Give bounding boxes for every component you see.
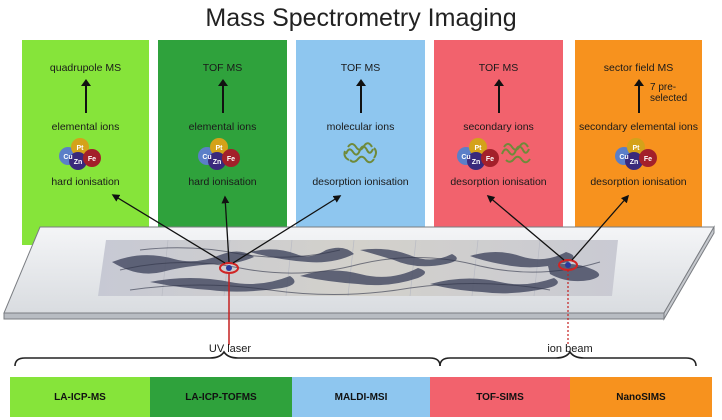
uv-laser-brace <box>14 350 441 367</box>
slide-side-edge <box>663 225 715 321</box>
fe-label: Fe <box>644 156 652 163</box>
up-arrow <box>217 79 228 113</box>
zn-label: Zn <box>213 159 222 166</box>
arrow-to-nanosims <box>571 194 630 261</box>
arrow-to-la-icp-ms <box>111 194 226 264</box>
tissue-fine-structure <box>119 247 601 296</box>
arrow-to-maldi-msi <box>232 195 342 264</box>
cu-label: Cu <box>461 154 470 161</box>
panel-tof-sims: TOF MS secondary ions desorption ionisat… <box>434 40 563 245</box>
ionisation-label: desorption ionisation <box>590 176 687 188</box>
ionisation-label: desorption ionisation <box>450 176 547 188</box>
zn-ion <box>467 152 485 170</box>
ions-label: secondary elemental ions <box>578 121 699 133</box>
pt-label: Pt <box>633 145 641 152</box>
polymer-molecule <box>501 142 531 164</box>
uv-laser-label: UV laser <box>208 343 252 355</box>
slide-front-edge <box>3 312 665 320</box>
technique-la-icp-tofms: LA-ICP-TOFMS <box>150 377 292 417</box>
ionisation-label: hard ionisation <box>51 176 120 188</box>
analyzer-label: TOF MS <box>478 62 519 74</box>
cu-label: Cu <box>63 154 72 161</box>
preselected-note: 7 pre- selected <box>650 82 688 104</box>
technique-maldi-msi: MALDI-MSI <box>292 377 430 417</box>
fe-ion <box>639 149 657 167</box>
analyzer-label: TOF MS <box>202 62 243 74</box>
element-cluster: Cu Pt Zn Fe <box>615 138 657 170</box>
fe-ion <box>222 149 240 167</box>
polymer-molecule <box>343 142 377 164</box>
zn-label: Zn <box>630 159 639 166</box>
technique-la-icp-ms: LA-ICP-MS <box>10 377 150 417</box>
technique-tof-sims: TOF-SIMS <box>430 377 570 417</box>
zn-ion <box>625 152 643 170</box>
arrow-to-la-icp-tofms <box>221 195 230 263</box>
ionisation-label: desorption ionisation <box>312 176 409 188</box>
analyzer-label: TOF MS <box>340 62 381 74</box>
arrow-to-tof-sims <box>486 194 565 261</box>
up-arrow <box>80 79 91 113</box>
cu-label: Cu <box>619 154 628 161</box>
pt-label: Pt <box>216 145 224 152</box>
fe-label: Fe <box>486 156 494 163</box>
element-cluster: Cu Pt Zn Fe <box>59 138 101 170</box>
analyzer-label: quadrupole MS <box>49 62 122 74</box>
up-arrow <box>355 79 366 113</box>
zn-label: Zn <box>74 159 83 166</box>
ion-beam-brace <box>439 350 697 367</box>
ions-label: molecular ions <box>326 121 395 133</box>
fe-ion <box>83 149 101 167</box>
fe-label: Fe <box>88 156 96 163</box>
ions-label: elemental ions <box>188 121 257 133</box>
pt-label: Pt <box>475 145 483 152</box>
pt-ion <box>210 138 228 156</box>
up-arrow <box>493 79 504 113</box>
cu-label: Cu <box>202 154 211 161</box>
ions-label: elemental ions <box>51 121 120 133</box>
element-cluster: Cu Pt Zn Fe <box>457 138 499 170</box>
fe-ion <box>481 149 499 167</box>
pt-ion <box>627 138 645 156</box>
zn-ion <box>69 152 87 170</box>
zn-ion <box>208 152 226 170</box>
ion-beam-label: ion beam <box>547 343 593 355</box>
zn-label: Zn <box>472 159 481 166</box>
ionisation-label: hard ionisation <box>188 176 257 188</box>
pt-ion <box>469 138 487 156</box>
analyzer-label: sector field MS <box>603 62 674 74</box>
up-arrow <box>633 79 644 113</box>
diagram-title: Mass Spectrometry Imaging <box>205 4 517 32</box>
pt-label: Pt <box>77 145 85 152</box>
pt-ion <box>71 138 89 156</box>
technique-nanosims: NanoSIMS <box>570 377 712 417</box>
fe-label: Fe <box>227 156 235 163</box>
ions-label: secondary ions <box>463 121 534 133</box>
element-cluster: Cu Pt Zn Fe <box>198 138 240 170</box>
